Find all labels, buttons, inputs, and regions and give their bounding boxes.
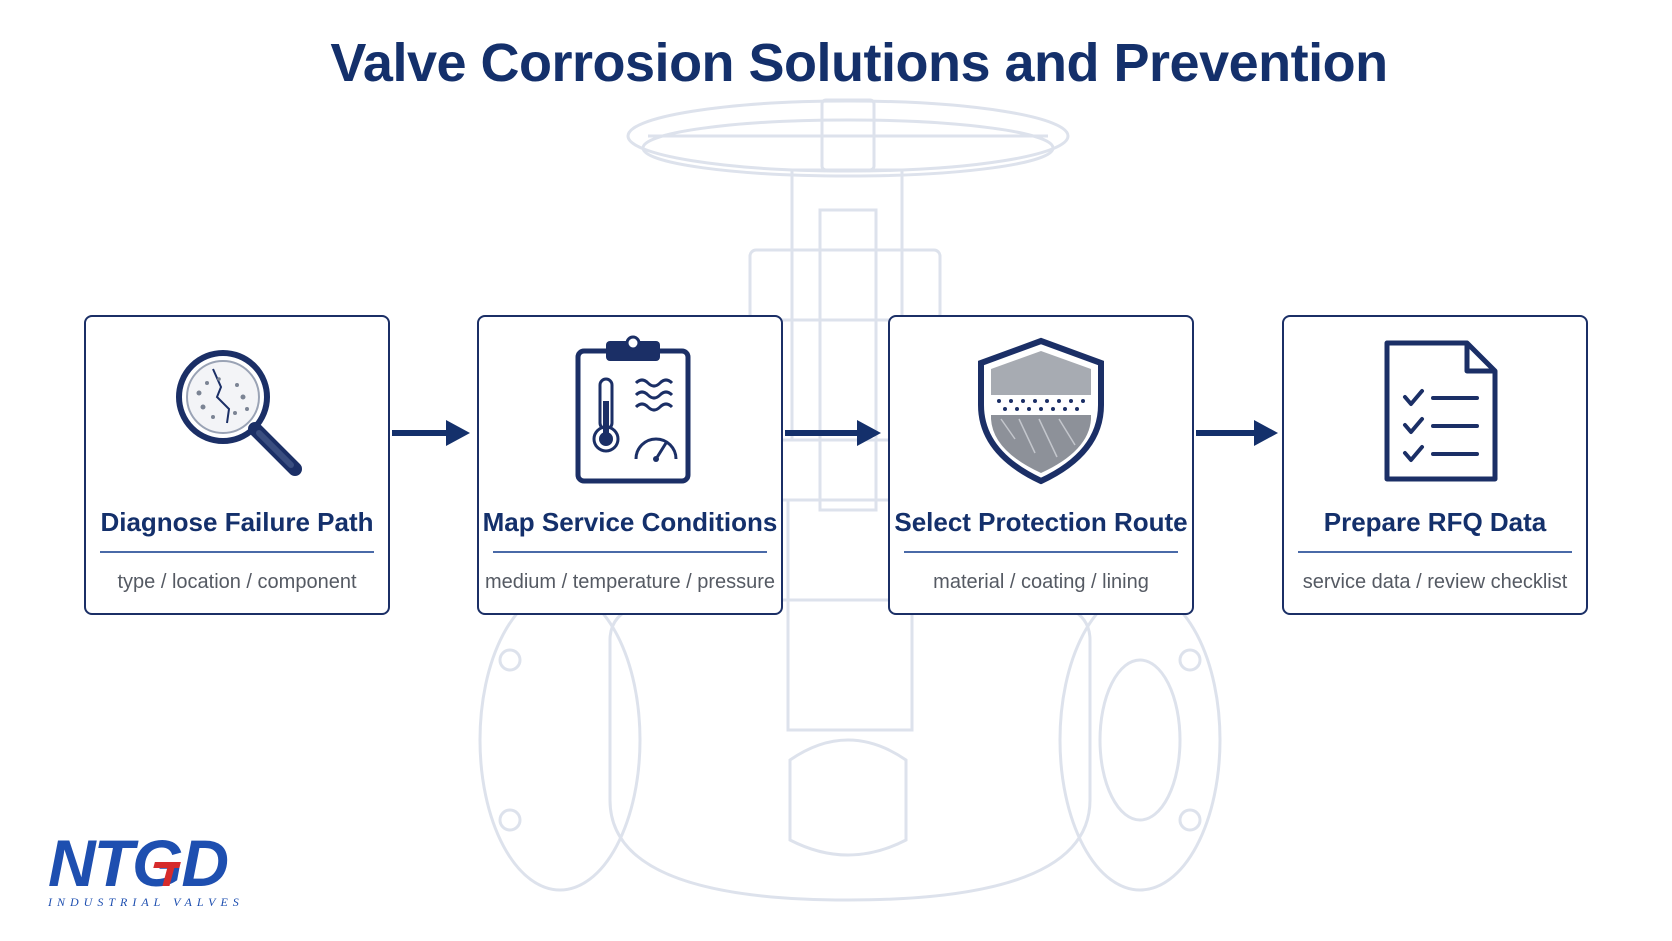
step-title: Prepare RFQ Data: [1323, 507, 1547, 537]
divider: [904, 551, 1178, 553]
step-subtitle: material / coating / lining: [933, 571, 1149, 593]
checklist-document-icon: [1384, 340, 1498, 482]
step-subtitle: service data / review checklist: [1302, 571, 1568, 593]
arrow-right-icon: [785, 420, 881, 446]
divider: [100, 551, 374, 553]
step-title: Map Service Conditions: [482, 507, 778, 537]
clipboard-icon: [575, 335, 691, 484]
divider: [1298, 551, 1572, 553]
step-subtitle: medium / temperature / pressure: [484, 571, 776, 593]
step-title: Select Protection Route: [894, 507, 1188, 537]
step-card-map-conditions: Map Service Conditions medium / temperat…: [477, 315, 783, 615]
ntgd-logo: NTGD INDUSTRIAL VALVES: [47, 828, 244, 909]
magnifier-icon: [176, 350, 302, 476]
step-subtitle: type / location / component: [117, 571, 357, 593]
step-card-rfq: Prepare RFQ Data service data / review c…: [1282, 315, 1588, 615]
arrow-right-icon: [392, 420, 470, 446]
logo-mark: NTGD: [48, 828, 227, 900]
step-title: Diagnose Failure Path: [100, 507, 374, 537]
logo-tagline: INDUSTRIAL VALVES: [47, 895, 244, 909]
step-card-protection: Select Protection Route material / coati…: [888, 315, 1194, 615]
shield-icon: [978, 337, 1104, 485]
page-title: Valve Corrosion Solutions and Prevention: [330, 33, 1388, 93]
arrow-right-icon: [1196, 420, 1278, 446]
step-card-diagnose: Diagnose Failure Path type / location / …: [84, 315, 390, 615]
divider: [493, 551, 767, 553]
